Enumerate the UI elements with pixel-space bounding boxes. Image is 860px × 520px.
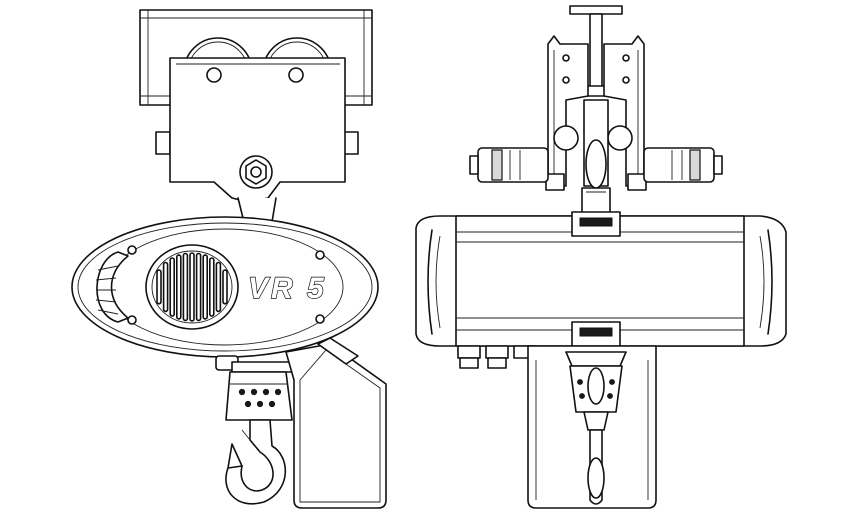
- side-view-hook-block: [215, 355, 301, 505]
- fan-grille-bar: [182, 252, 189, 322]
- fan-grille: [156, 252, 228, 322]
- side-view-hoist-body: VR 5: [71, 216, 379, 358]
- front-view-cross-shaft: [469, 147, 723, 183]
- fan-grille-bar: [222, 269, 228, 305]
- model-label: VR 5: [248, 272, 327, 305]
- front-view-suspension: [581, 187, 611, 215]
- hook-block-holes: [238, 388, 282, 408]
- front-view-hook-block: [565, 351, 627, 505]
- side-view: VR 5: [71, 9, 387, 509]
- front-view: [415, 5, 787, 509]
- side-view-control-box: [285, 337, 387, 509]
- fan-grille-bar: [209, 257, 215, 317]
- fan-grille-bar: [169, 257, 175, 317]
- fan-grille-bar: [189, 252, 195, 322]
- front-view-hoist-body: [415, 211, 787, 347]
- fan-grille-bar: [156, 269, 162, 305]
- fan-grille-bar: [202, 254, 208, 320]
- front-view-cable-glands: [457, 345, 537, 369]
- side-view-trolley-plate: [155, 57, 359, 223]
- front-view-trolley: [545, 35, 647, 191]
- fan-grille-bar: [162, 261, 169, 313]
- front-view-i-beam: [561, 5, 633, 97]
- fan-grille-bar: [215, 261, 222, 313]
- fan-grille-bar: [176, 254, 182, 320]
- fan-grille-bar: [195, 252, 202, 322]
